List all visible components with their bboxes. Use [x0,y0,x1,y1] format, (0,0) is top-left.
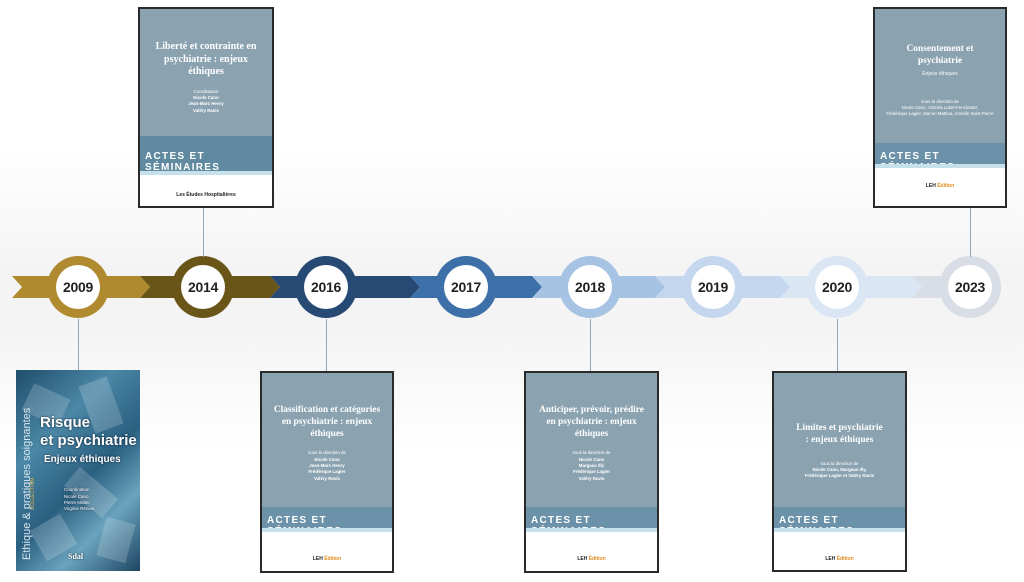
book-directors: Nicole Cano Jean-Marc Henry Valéry Ravis [188,94,224,113]
book-name-1: Nicole Cano [64,494,89,499]
book-publisher: LEH Édition [577,556,606,562]
book-title-line1: Risque [40,414,91,431]
book-title: Limites et psychiatrie : enjeux éthiques [796,423,883,445]
book-cover-2014[interactable]: Liberté et contrainte en psychiatrie : e… [138,7,274,208]
year-2023[interactable]: 2023 [948,265,992,309]
year-2018[interactable]: 2018 [568,265,612,309]
book-director-label: sous la direction de [820,460,859,466]
book-cover-2009[interactable]: Risque et psychiatrie Enjeux éthiques Co… [16,370,140,571]
year-2014[interactable]: 2014 [181,265,225,309]
year-2019[interactable]: 2019 [691,265,735,309]
series-band: ACTES ET SÉMINAIRES [262,507,392,537]
series-band: ACTES ET SÉMINAIRES [774,507,905,537]
band-stripe [774,528,905,532]
series-band: ACTES ET SÉMINAIRES [526,507,657,537]
book-collection-spine: COLLECTION [30,478,36,510]
book-title: Liberté et contrainte en psychiatrie : e… [155,41,257,77]
connector-2023 [970,207,971,257]
book-directors: Nicole Cano, Margaux Illy, Frédérique La… [804,466,875,479]
connector-2014 [203,207,204,257]
year-2009[interactable]: 2009 [56,265,100,309]
connector-2020 [837,319,838,372]
band-stripe [875,164,1005,168]
connector-2018 [590,319,591,372]
book-publisher: Les Études Hospitalières [176,192,236,198]
band-stripe [140,171,272,175]
book-director-label: sous la direction de [308,450,346,456]
band-stripe [526,528,657,532]
book-title: Anticiper, prévoir, prédire en psychiatr… [539,405,644,439]
book-subtitle: Enjeux éthiques [44,454,121,465]
book-publisher: Sdal [68,552,84,561]
year-2020[interactable]: 2020 [815,265,859,309]
book-name-2: Pierre Mattei [64,500,90,505]
book-title: Consentement et psychiatrie [906,44,974,66]
book-title: Classification et catégories en psychiat… [273,405,381,439]
connector-2016 [326,319,327,372]
connector-2009 [78,319,79,370]
book-director-label: Coordination [193,88,219,94]
book-publisher: LEH Édition [925,183,955,189]
series-band: ACTES ET SÉMINAIRES [875,143,1005,173]
book-publisher: LEH Édition [312,556,342,562]
book-directors: Nicole Cano, Victoria Lubet-Fernández, F… [886,104,994,117]
book-publisher: LEH Édition [825,556,854,562]
book-coord-label: Coordination [64,487,90,492]
year-2016[interactable]: 2016 [304,265,348,309]
band-stripe [262,528,392,532]
book-cover-2020[interactable]: Limites et psychiatrie : enjeux éthiques… [772,371,907,572]
year-2017[interactable]: 2017 [444,265,488,309]
book-cover-2018[interactable]: Anticiper, prévoir, prédire en psychiatr… [524,371,659,573]
book-director-label: sous la direction de [572,450,611,456]
book-cover-2023[interactable]: Consentement et psychiatrie Enjeux éthiq… [873,7,1007,208]
book-name-3: Virginie Rénian [64,506,95,511]
book-title-line2: et psychiatrie [40,432,137,449]
book-directors: Nicole Cano Margaux Illy Frédérique Lagi… [572,456,611,481]
book-directors: Nicole Cano Jean-Marc Henry Frédérique L… [308,456,346,481]
book-director-label: sous la direction de [921,98,959,104]
book-subtitle: Enjeux éthiques [922,70,958,77]
series-band: ACTES ET SÉMINAIRES [140,136,272,173]
book-cover-2016[interactable]: Classification et catégories en psychiat… [260,371,394,573]
